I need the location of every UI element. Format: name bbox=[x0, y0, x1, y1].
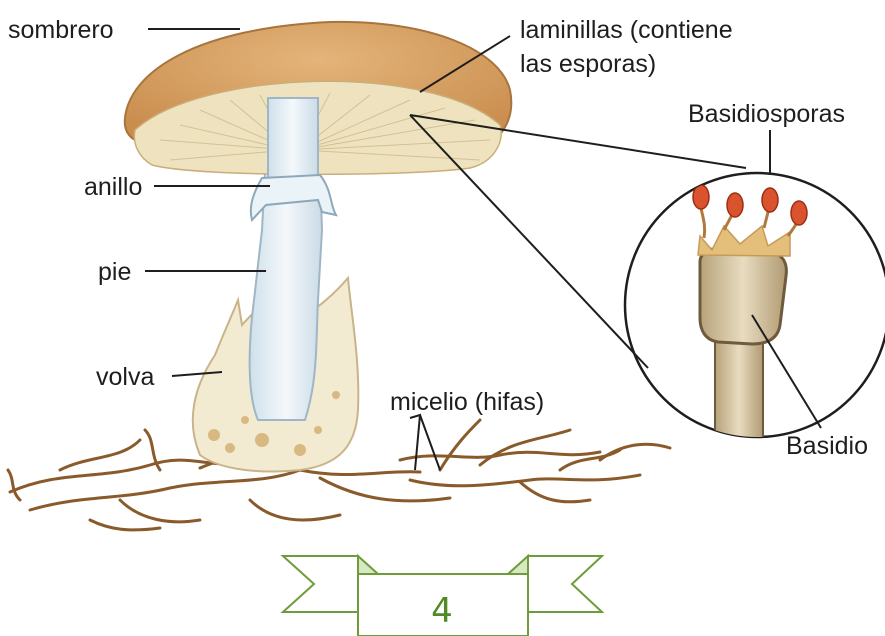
label-basidiosporas: Basidiosporas bbox=[688, 100, 845, 128]
page-number: 4 bbox=[431, 591, 453, 631]
label-volva: volva bbox=[96, 363, 154, 391]
label-anillo: anillo bbox=[84, 173, 142, 201]
label-laminillas-line2: las esporas) bbox=[520, 50, 656, 78]
label-pie: pie bbox=[98, 258, 131, 286]
basidium-cell bbox=[700, 249, 786, 344]
ribbon-fold-right bbox=[508, 556, 528, 574]
label-sombrero: sombrero bbox=[8, 16, 114, 44]
ribbon-fold-left bbox=[358, 556, 378, 574]
ribbon-right-tail bbox=[528, 556, 602, 612]
label-micelio: micelio (hifas) bbox=[390, 388, 544, 416]
label-laminillas-line1: laminillas (contiene bbox=[520, 16, 733, 44]
basidium-stalk bbox=[715, 330, 763, 450]
label-basidio: Basidio bbox=[786, 432, 868, 460]
ribbon-left-tail bbox=[283, 556, 358, 612]
stem-top bbox=[268, 98, 318, 178]
